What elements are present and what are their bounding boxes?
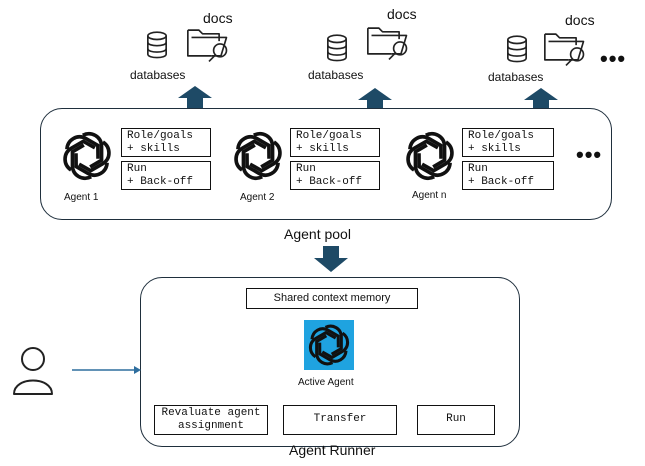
agent-runner-title: Agent Runner xyxy=(289,442,376,458)
down-arrow-icon xyxy=(314,246,348,272)
databases-label: databases xyxy=(308,68,364,82)
docs-label: docs xyxy=(387,6,417,22)
openai-logo-icon xyxy=(232,130,284,182)
agent-name: Agent n xyxy=(412,190,447,201)
user-icon xyxy=(13,347,53,395)
folder-search-icon xyxy=(543,26,589,68)
database-icon xyxy=(326,33,348,63)
databases-label: databases xyxy=(488,70,544,84)
agent-name: Agent 1 xyxy=(64,192,99,203)
active-agent-tile xyxy=(304,320,354,370)
transfer-button[interactable]: Transfer xyxy=(283,405,397,435)
database-icon xyxy=(506,34,528,64)
run-button[interactable]: Run xyxy=(417,405,495,435)
agent-role-box: Role/goals + skills xyxy=(290,128,380,157)
revaluate-agent-assignment-button[interactable]: Revaluate agent assignment xyxy=(154,405,268,435)
openai-logo-icon xyxy=(61,130,113,182)
docs-label: docs xyxy=(203,10,233,26)
shared-context-memory-box: Shared context memory xyxy=(246,288,418,309)
agent-run-box: Run + Back-off xyxy=(462,161,554,190)
databases-label: databases xyxy=(130,68,186,82)
more-resources-ellipsis: ••• xyxy=(600,46,627,71)
openai-logo-icon xyxy=(404,130,456,182)
user-to-runner-arrow xyxy=(72,366,141,374)
agent-role-box: Role/goals + skills xyxy=(462,128,554,157)
agent-run-box: Run + Back-off xyxy=(121,161,211,190)
agent-run-box: Run + Back-off xyxy=(290,161,380,190)
agent-name: Agent 2 xyxy=(240,192,275,203)
more-agents-ellipsis: ••• xyxy=(576,142,603,167)
agent-pool-title: Agent pool xyxy=(284,226,351,242)
database-icon xyxy=(146,30,168,60)
agent-role-box: Role/goals + skills xyxy=(121,128,211,157)
active-agent-label: Active Agent xyxy=(298,377,354,388)
openai-logo-icon xyxy=(307,323,351,367)
folder-search-icon xyxy=(186,22,232,64)
docs-label: docs xyxy=(565,12,595,28)
folder-search-icon xyxy=(366,20,412,62)
